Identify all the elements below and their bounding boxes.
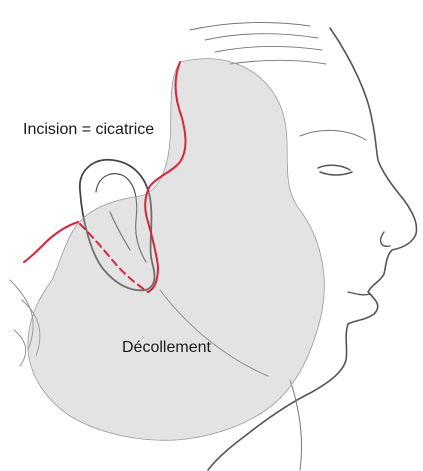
mouth (348, 292, 370, 295)
eye-lid (318, 165, 352, 175)
decollement-label: Décollement (122, 339, 211, 357)
hair-strokes (190, 23, 326, 64)
brow (300, 130, 366, 140)
decollement-zone (28, 59, 324, 441)
incision-label: Incision = cicatrice (23, 121, 154, 139)
nostril (381, 232, 390, 246)
